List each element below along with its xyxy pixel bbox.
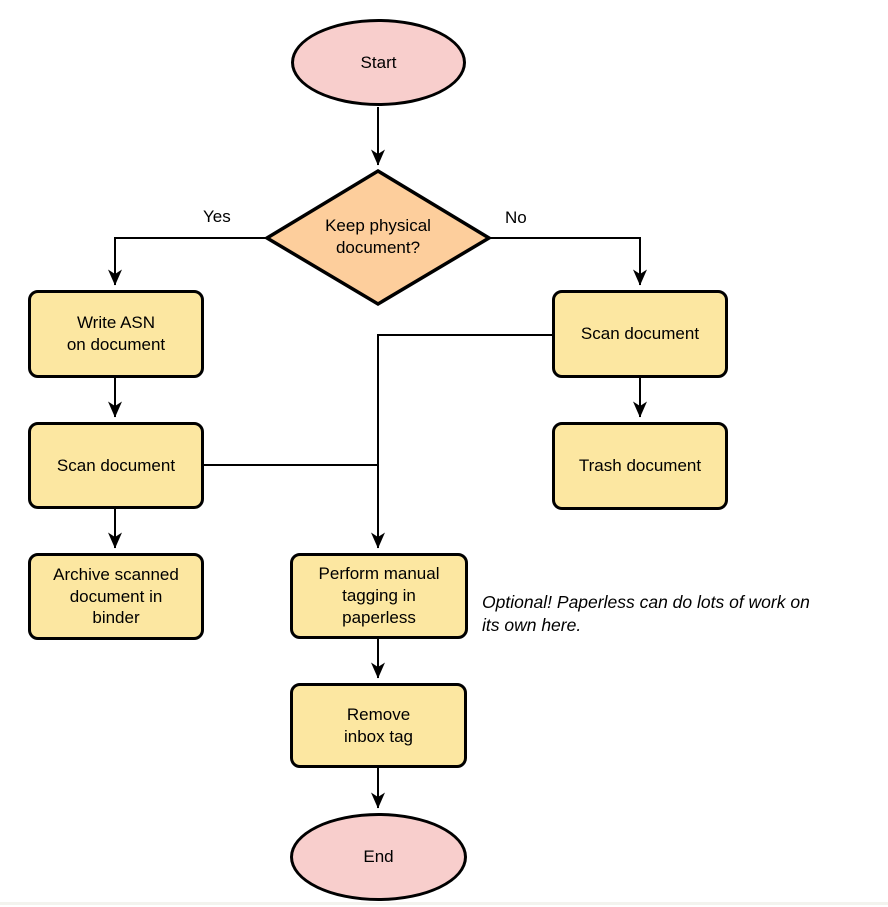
node-decision: Keep physical document? [280, 204, 476, 270]
node-start: Start [291, 19, 466, 106]
edge-scanr-to-tagging [371, 334, 552, 549]
optional-note: Optional! Paperless can do lots of work … [482, 592, 810, 635]
node-archive-binder-label: Archive scanned document in binder [53, 564, 179, 628]
edge-label-no: No [505, 208, 527, 227]
node-scan-document-left-label: Scan document [56, 455, 176, 475]
node-write-asn-label: Write ASN on document [66, 313, 166, 354]
node-remove-inbox-tag: Remove inbox tag [290, 683, 467, 768]
node-manual-tagging-label: Perform manual tagging in paperless [318, 564, 440, 627]
edge-label-yes: Yes [203, 207, 231, 226]
node-scan-document-left: Scan document [28, 422, 204, 509]
node-manual-tagging: Perform manual tagging in paperless [290, 553, 468, 639]
node-start-label: Start [360, 52, 397, 72]
edge-decision-yes [108, 237, 266, 286]
node-scan-document-right: Scan document [552, 290, 728, 378]
node-decision-label: Keep physical document? [325, 216, 431, 257]
decision-shape [263, 168, 493, 307]
page-bottom-edge [0, 902, 888, 905]
edge-decision-no [490, 237, 647, 286]
node-remove-inbox-tag-label: Remove inbox tag [344, 704, 413, 746]
node-end: End [290, 813, 467, 901]
node-archive-binder: Archive scanned document in binder [28, 553, 204, 640]
node-trash-document-label: Trash document [578, 456, 702, 476]
node-write-asn: Write ASN on document [28, 290, 204, 378]
node-trash-document: Trash document [552, 422, 728, 510]
node-end-label: End [363, 847, 394, 867]
node-scan-document-right-label: Scan document [580, 324, 700, 344]
